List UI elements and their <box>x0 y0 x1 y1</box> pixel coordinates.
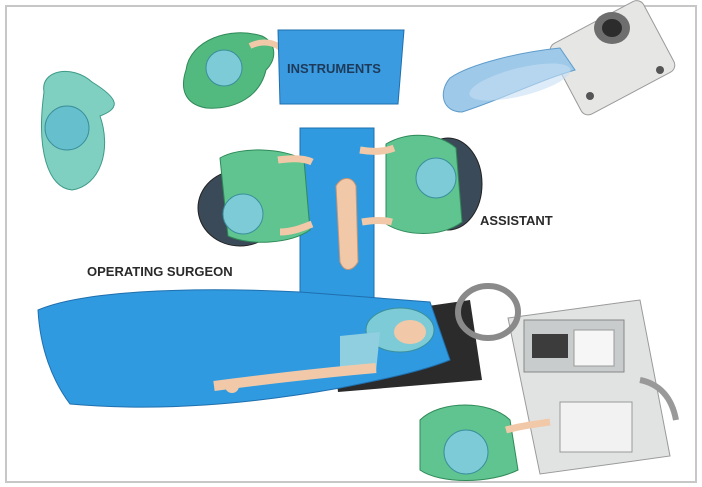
assistant-label: ASSISTANT <box>480 213 553 228</box>
instruments-label: INSTRUMENTS <box>287 61 381 76</box>
operating-surgeon-label: OPERATING SURGEON <box>87 264 233 279</box>
patient-arm <box>336 179 358 270</box>
